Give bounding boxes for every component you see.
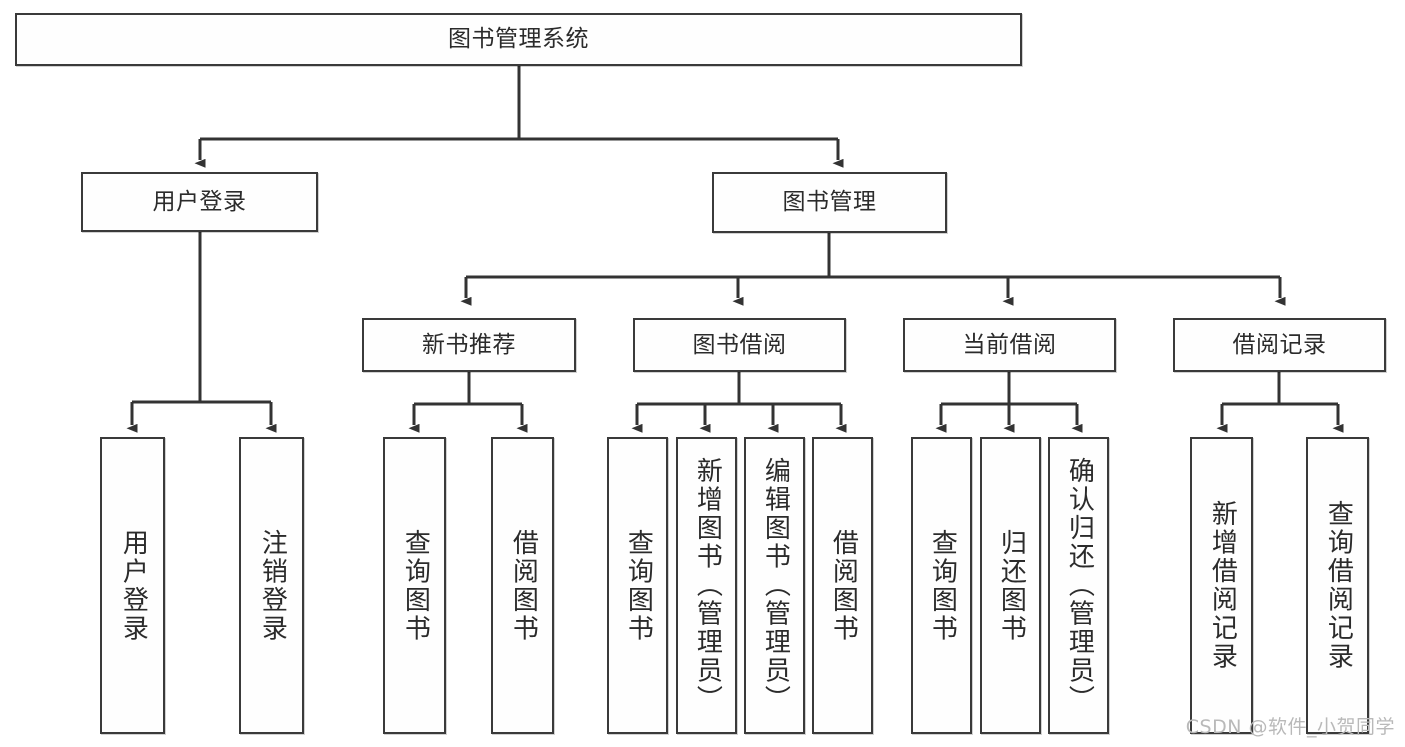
- node-book-borrow[interactable]: 图书借阅: [633, 318, 846, 372]
- leaf-return-book[interactable]: 归还图书: [980, 437, 1041, 734]
- node-user-login[interactable]: 用户登录: [81, 172, 318, 232]
- node-label: 借阅记录: [1232, 331, 1327, 358]
- node-label: 图书管理: [782, 189, 877, 216]
- node-label: 查询图书: [927, 528, 958, 643]
- node-root-book-management-system[interactable]: 图书管理系统: [15, 13, 1022, 66]
- leaf-add-book-admin[interactable]: 新增图书（管理员）: [676, 437, 737, 734]
- leaf-confirm-return-admin[interactable]: 确认归还（管理员）: [1048, 437, 1109, 734]
- node-label: 确认归还（管理员）: [1064, 457, 1095, 714]
- node-label: 当前借阅: [962, 331, 1057, 358]
- node-label: 新增图书（管理员）: [692, 457, 723, 714]
- leaf-query-book-borrow[interactable]: 查询图书: [607, 437, 668, 734]
- node-new-book-recommendation[interactable]: 新书推荐: [362, 318, 576, 372]
- leaf-edit-book-admin[interactable]: 编辑图书（管理员）: [744, 437, 805, 734]
- node-label: 注销登录: [257, 528, 288, 643]
- leaf-user-login[interactable]: 用户登录: [100, 437, 165, 734]
- node-borrow-record[interactable]: 借阅记录: [1173, 318, 1386, 372]
- node-label: 编辑图书（管理员）: [760, 457, 791, 714]
- leaf-borrow-book-recommendation[interactable]: 借阅图书: [491, 437, 554, 734]
- node-label: 查询图书: [400, 528, 431, 643]
- node-label: 用户登录: [118, 528, 149, 643]
- leaf-query-book-recommendation[interactable]: 查询图书: [383, 437, 446, 734]
- node-label: 查询图书: [623, 528, 654, 643]
- node-label: 图书管理系统: [448, 26, 589, 53]
- node-book-management[interactable]: 图书管理: [712, 172, 947, 233]
- node-label: 借阅图书: [508, 528, 539, 643]
- node-label: 用户登录: [152, 188, 247, 215]
- node-label: 查询借阅记录: [1323, 500, 1354, 671]
- node-label: 新增借阅记录: [1207, 500, 1238, 671]
- node-label: 图书借阅: [692, 331, 787, 358]
- leaf-borrow-book[interactable]: 借阅图书: [812, 437, 873, 734]
- leaf-query-borrow-record[interactable]: 查询借阅记录: [1306, 437, 1369, 734]
- node-current-borrow[interactable]: 当前借阅: [903, 318, 1116, 372]
- leaf-logout[interactable]: 注销登录: [239, 437, 304, 734]
- watermark-text: CSDN @软件_小贺同学: [1185, 716, 1395, 738]
- leaf-add-borrow-record[interactable]: 新增借阅记录: [1190, 437, 1253, 734]
- node-label: 新书推荐: [422, 331, 516, 358]
- node-label: 借阅图书: [828, 528, 859, 643]
- leaf-query-book-current[interactable]: 查询图书: [911, 437, 972, 734]
- node-label: 归还图书: [996, 528, 1027, 643]
